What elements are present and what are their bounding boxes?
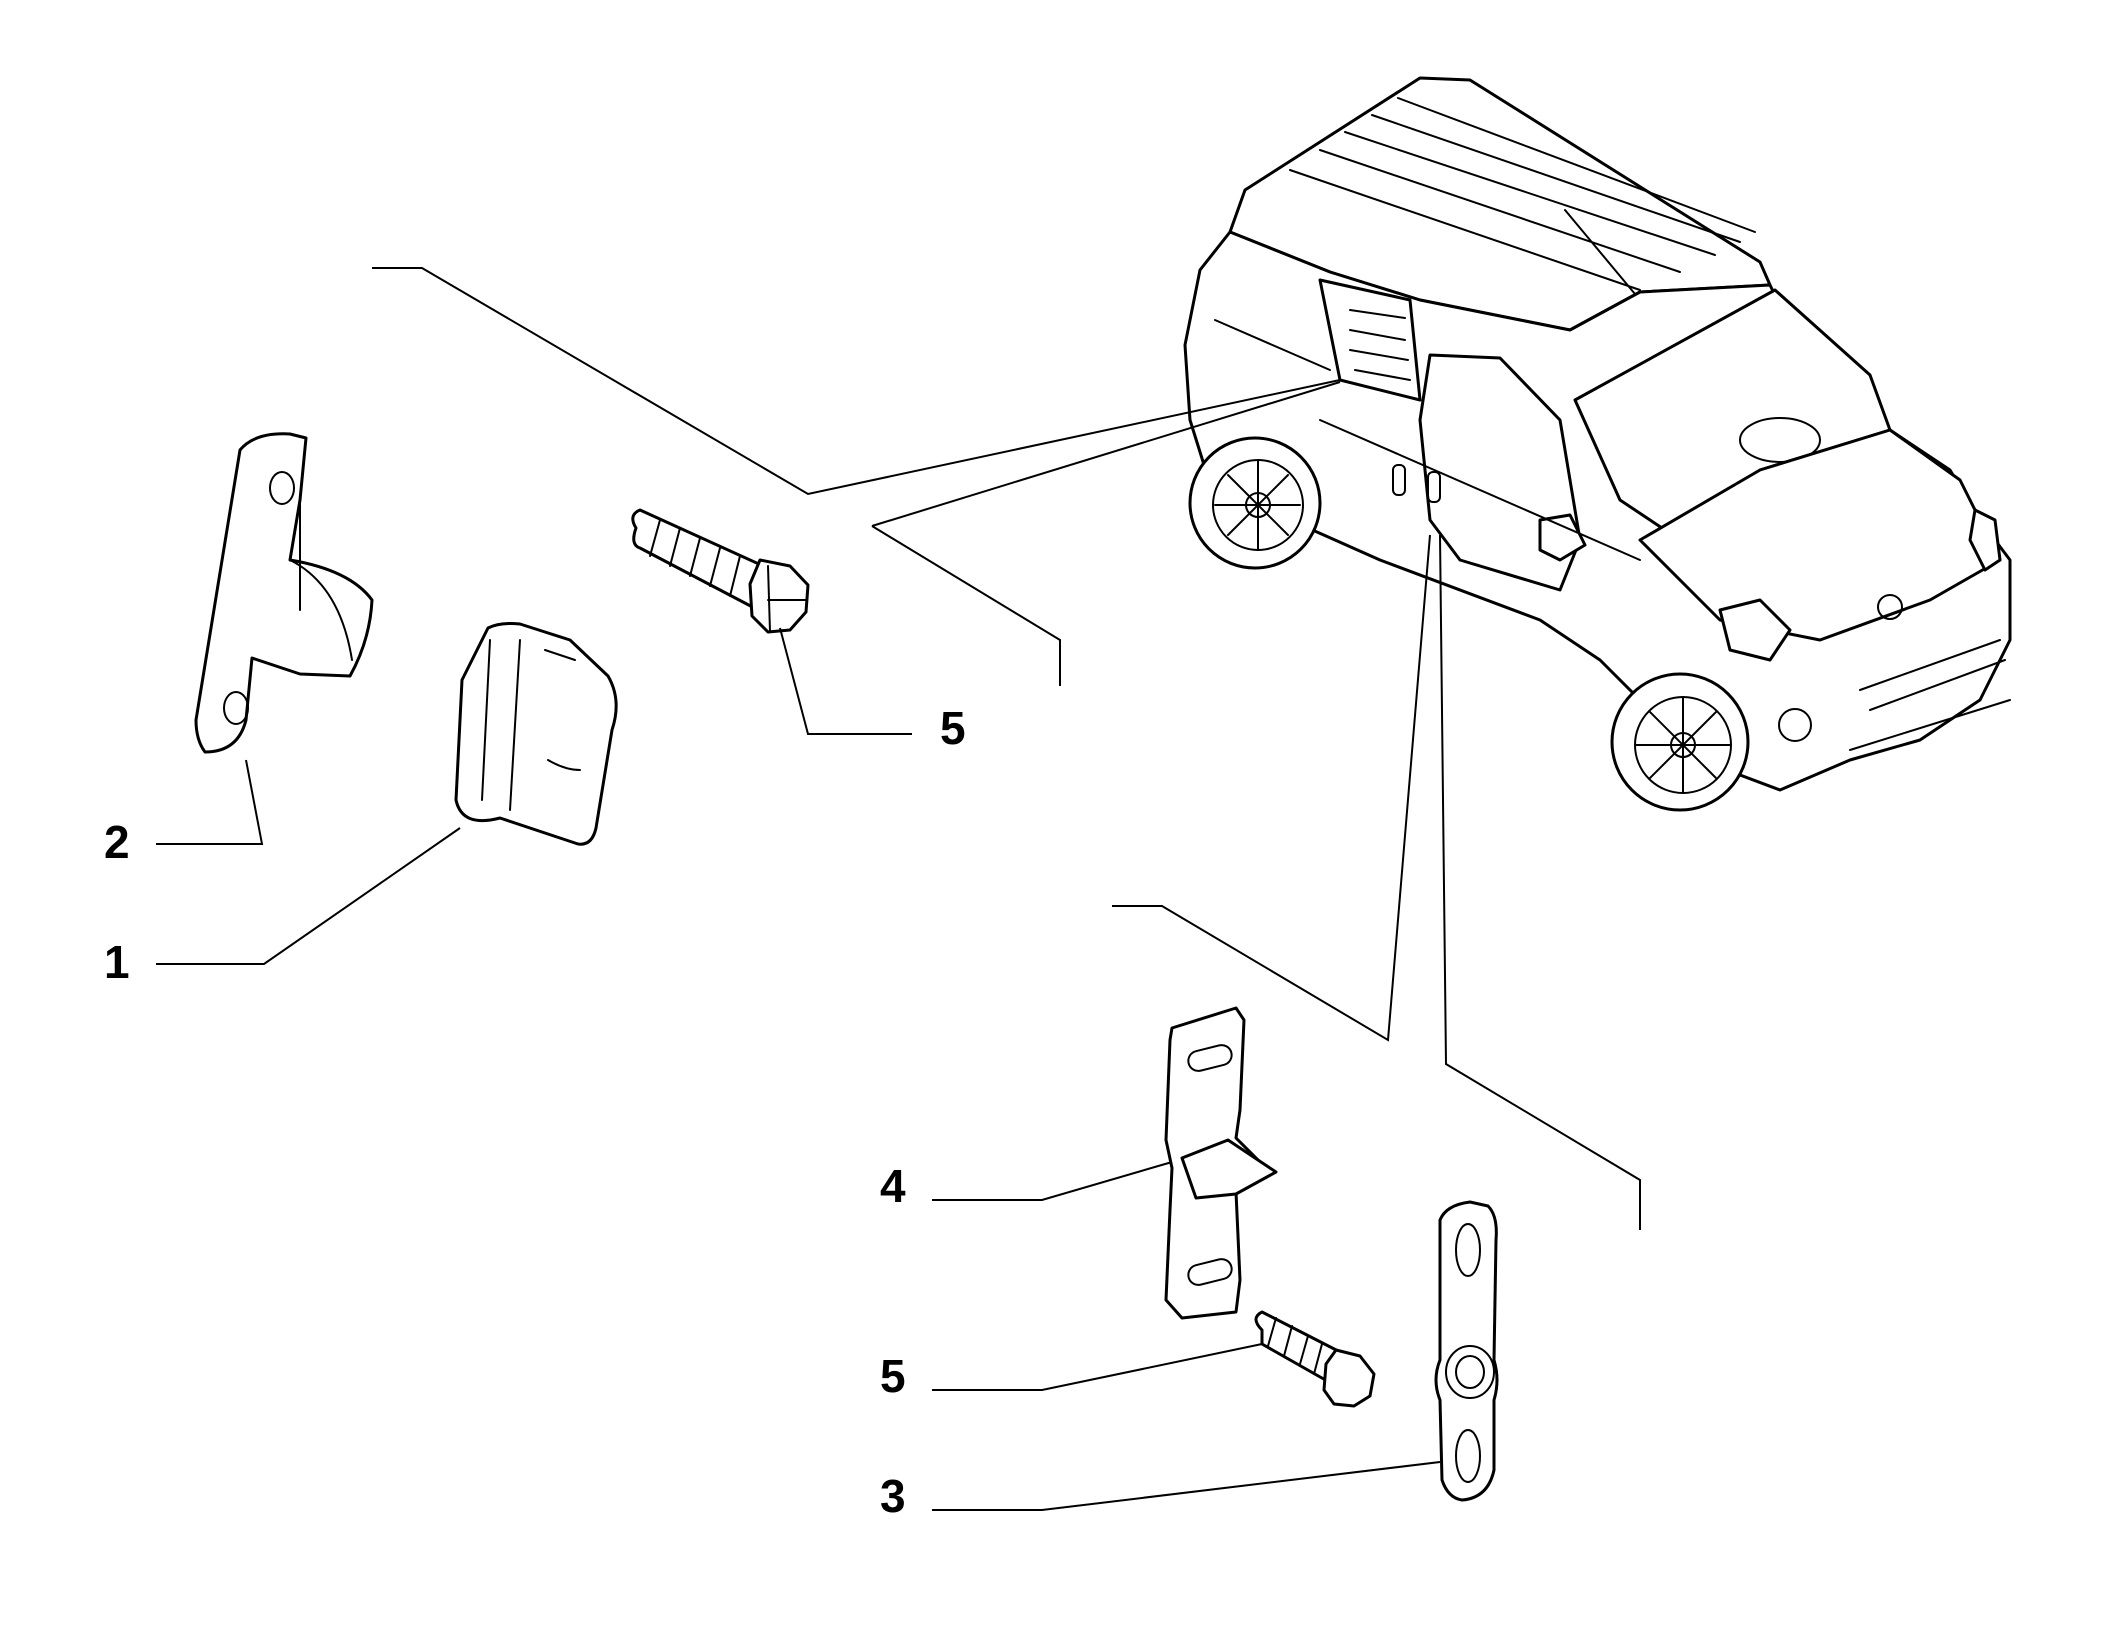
lower-assembly-leader <box>1112 534 1641 1230</box>
callout-5-upper: 5 <box>940 702 966 754</box>
leader-3 <box>932 1461 1441 1511</box>
leader-5-lower <box>932 1343 1263 1391</box>
callout-4: 4 <box>880 1160 906 1212</box>
callout-leaders <box>156 627 1441 1511</box>
door-stop-bracket <box>194 432 374 754</box>
callout-5-lower: 5 <box>880 1350 906 1402</box>
leader-4 <box>932 1161 1173 1201</box>
callout-labels: 2 1 5 4 5 3 <box>104 702 966 1522</box>
callout-3: 3 <box>880 1470 906 1522</box>
door-guide-plate <box>1434 1200 1499 1502</box>
callout-2: 2 <box>104 816 130 868</box>
hex-bolt-lower <box>1254 1310 1376 1408</box>
leader-1 <box>156 827 461 965</box>
door-stop-buffer <box>454 622 618 846</box>
upper-assembly-leader <box>372 267 1341 686</box>
callout-1: 1 <box>104 936 130 988</box>
leader-2 <box>156 759 264 845</box>
door-stop-bracket-lower <box>1164 1006 1278 1320</box>
leader-5-upper <box>779 627 912 735</box>
hex-bolt-upper <box>631 508 810 634</box>
vehicle-illustration <box>1183 76 2012 812</box>
